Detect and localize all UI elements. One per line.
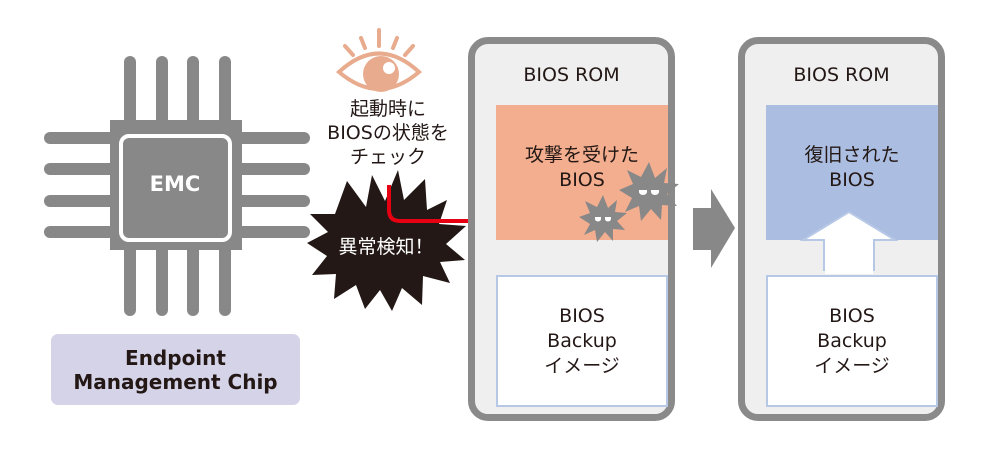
caption-line-1: Endpoint [125,345,226,370]
anomaly-detected-label: 異常検知！ [338,236,434,258]
bios-rom-attacked: BIOS ROM 攻撃を受けた BIOS BIOS Backup イメージ [468,37,675,421]
arrow-right-icon [693,189,735,268]
check-line-3: チェック [349,146,426,168]
restored-bios-line-1: 復旧された [804,144,900,166]
backup-line-1: BIOS [829,304,875,327]
rom-title: BIOS ROM [523,64,620,86]
attacked-bios-line-2: BIOS [559,169,605,191]
check-line-2: BIOSの状態を [327,122,449,144]
backup-line-3: イメージ [814,354,890,377]
detection-arrow-line [387,185,527,223]
backup-image-block: BIOS Backup イメージ [496,275,668,407]
rom-title: BIOS ROM [793,64,890,86]
backup-line-2: Backup [547,329,617,352]
restored-bios-block: 復旧された BIOS [766,105,938,240]
backup-line-3: イメージ [544,354,620,377]
emc-caption: Endpoint Management Chip [51,334,300,405]
chip-pins [44,56,310,316]
eye-icon [335,28,423,91]
eye-iris [363,56,399,92]
check-line-1: 起動時に [349,98,426,120]
chip-label: EMC [149,172,201,196]
starburst-icon [307,170,466,311]
backup-line-1: BIOS [559,304,605,327]
attacked-bios-block: 攻撃を受けた BIOS [496,105,668,240]
chip-inner-outline [119,134,232,242]
backup-image-block: BIOS Backup イメージ [766,275,938,407]
caption-line-2: Management Chip [73,369,278,394]
backup-line-2: Backup [817,329,887,352]
eye-highlight [383,62,395,74]
check-description: 起動時に BIOSの状態を チェック [318,97,458,169]
bios-rom-restored: BIOS ROM 復旧された BIOS BIOS Backup イメージ [738,37,945,421]
restored-bios-line-2: BIOS [829,169,875,191]
attacked-bios-line-1: 攻撃を受けた [524,144,639,166]
